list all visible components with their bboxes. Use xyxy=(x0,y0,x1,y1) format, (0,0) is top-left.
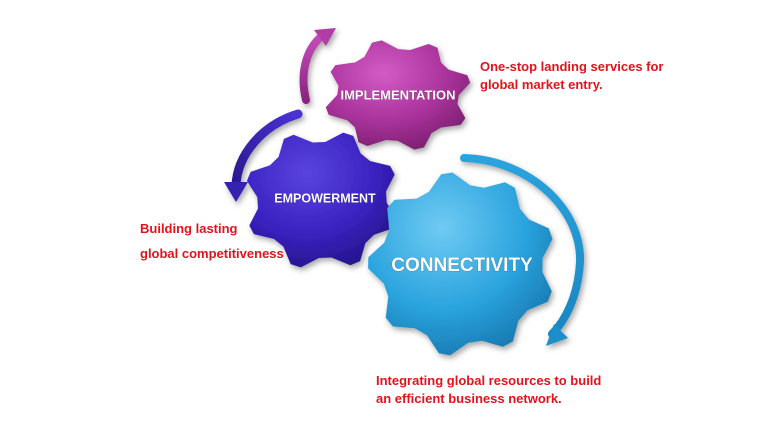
empowerment-arrow xyxy=(224,109,303,202)
empowerment-gear xyxy=(246,132,398,268)
connectivity-arrow xyxy=(460,154,585,346)
implementation-caption: One-stop landing services for global mar… xyxy=(480,58,664,93)
connectivity-caption: Integrating global resources to build an… xyxy=(376,372,601,407)
implementation-arrow xyxy=(299,28,336,104)
connectivity-label: CONNECTIVITY xyxy=(391,255,533,276)
connectivity-gear xyxy=(368,172,553,356)
empowerment-caption-line2: global competitiveness xyxy=(140,245,284,261)
connectivity-caption-line2: an efficient business network. xyxy=(376,390,562,406)
empowerment-caption-line1: Building lasting xyxy=(140,221,238,236)
implementation-caption-line2: global market entry. xyxy=(480,76,603,92)
connectivity-caption-line1: Integrating global resources to build xyxy=(376,373,602,388)
empowerment-label: EMPOWERMENT xyxy=(274,191,376,205)
implementation-label: IMPLEMENTATION xyxy=(340,87,455,102)
implementation-gear xyxy=(325,40,471,150)
empowerment-caption: Building lasting global competitiveness xyxy=(140,220,284,262)
implementation-caption-line1: One-stop landing services for xyxy=(480,59,664,74)
